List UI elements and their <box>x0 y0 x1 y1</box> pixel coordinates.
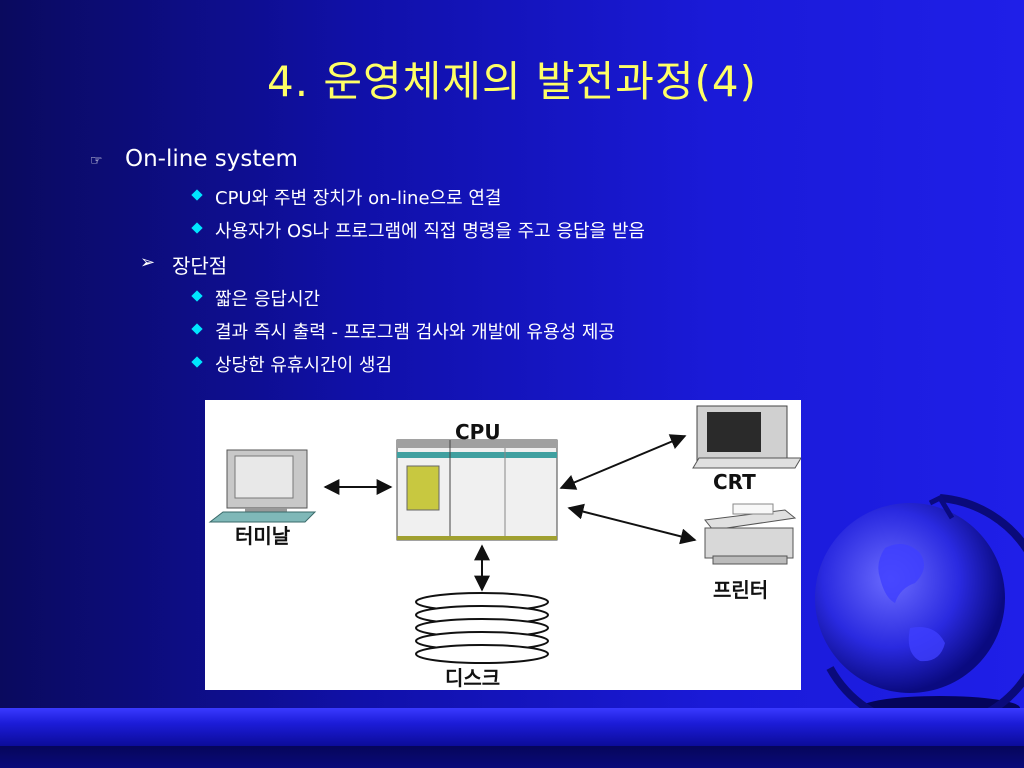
disk-stack-icon <box>415 592 549 664</box>
diamond-bullet-icon <box>191 356 203 368</box>
diamond-bullet-icon <box>191 323 203 335</box>
bullet-pros-cons: 장단점 <box>172 254 228 278</box>
globe-icon <box>815 494 1024 732</box>
diagram-graphics <box>208 405 801 664</box>
bullet-immediate-output: 결과 즉시 출력 - 프로그램 검사와 개발에 유용성 제공 <box>215 322 616 343</box>
cpu-label: CPU <box>455 420 501 444</box>
bullet-idle-time: 상당한 유휴시간이 생김 <box>215 355 393 376</box>
crt-icon <box>692 405 801 469</box>
diamond-bullet-icon <box>191 189 203 201</box>
pointing-hand-icon: ☞ <box>90 153 103 169</box>
diamond-bullet-icon <box>191 222 203 234</box>
crt-label: CRT <box>713 470 756 494</box>
bullet-cpu-online: CPU와 주변 장치가 on-line으로 연결 <box>215 188 502 209</box>
printer-icon <box>704 503 797 565</box>
printer-label: 프린터 <box>713 578 769 602</box>
terminal-label: 터미날 <box>235 524 291 548</box>
slide-title: 4. 운영체제의 발전과정(4) <box>266 57 758 106</box>
cpu-crt-arrow <box>559 434 687 490</box>
bullet-short-response: 짧은 응답시간 <box>215 289 321 310</box>
arrow-bullet-icon: ➢ <box>140 252 156 273</box>
footer-band <box>0 708 1024 746</box>
online-system-diagram: CPU CRT 터미날 프린터 디스크 <box>205 400 801 690</box>
diamond-bullet-icon <box>191 290 203 302</box>
terminal-icon <box>208 449 317 523</box>
cpu-printer-arrow <box>567 503 697 545</box>
bullet-user-command: 사용자가 OS나 프로그램에 직접 명령을 주고 응답을 받음 <box>215 221 645 242</box>
footer-band-dark <box>0 746 1024 768</box>
disk-label: 디스크 <box>445 666 501 690</box>
bullet-online-system: On-line system <box>125 146 298 172</box>
cpu-cabinet-icon <box>396 439 558 541</box>
